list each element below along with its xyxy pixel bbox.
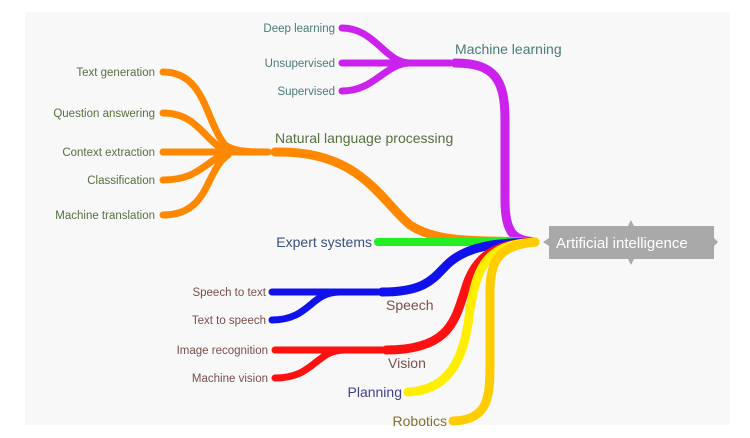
ml-leaf-sup — [338, 59, 414, 95]
leaf-machine-vision[interactable]: Machine vision — [192, 373, 268, 385]
speech-label[interactable]: Speech — [386, 297, 433, 313]
ml-to-root — [450, 58, 540, 247]
nlp-to-root — [270, 147, 535, 247]
leaf-machine-translation[interactable]: Machine translation — [55, 210, 155, 222]
leaf-image-recognition[interactable]: Image recognition — [177, 345, 268, 357]
planning-label[interactable]: Planning — [348, 384, 403, 400]
leaf-speech-to-text[interactable]: Speech to text — [192, 287, 266, 299]
root-label: Artificial intelligence — [556, 235, 688, 252]
root-node[interactable]: Artificial intelligence — [543, 220, 718, 265]
leaf-classification[interactable]: Classification — [87, 175, 155, 187]
vision-label[interactable]: Vision — [388, 355, 426, 371]
expert-systems-label[interactable]: Expert systems — [276, 234, 372, 250]
leaf-text-generation[interactable]: Text generation — [76, 67, 155, 79]
nlp-branch — [159, 68, 535, 247]
leaf-deep-learning[interactable]: Deep learning — [263, 23, 335, 35]
robotics-label[interactable]: Robotics — [393, 413, 447, 429]
leaf-supervised[interactable]: Supervised — [277, 86, 335, 98]
vision-leaf-2 — [271, 346, 349, 382]
leaf-unsupervised[interactable]: Unsupervised — [265, 58, 335, 70]
planning-line — [403, 237, 540, 397]
nlp-label[interactable]: Natural language processing — [275, 130, 453, 146]
robotics-line — [448, 237, 540, 426]
nlp-leaf-5 — [159, 151, 232, 219]
ml-leaf-deep — [338, 24, 454, 67]
speech-leaf-2 — [268, 288, 344, 324]
leaf-question-answering[interactable]: Question answering — [53, 108, 155, 120]
leaf-text-to-speech[interactable]: Text to speech — [192, 315, 266, 327]
machine-learning-label[interactable]: Machine learning — [455, 41, 562, 57]
leaf-context-extraction[interactable]: Context extraction — [62, 147, 155, 159]
